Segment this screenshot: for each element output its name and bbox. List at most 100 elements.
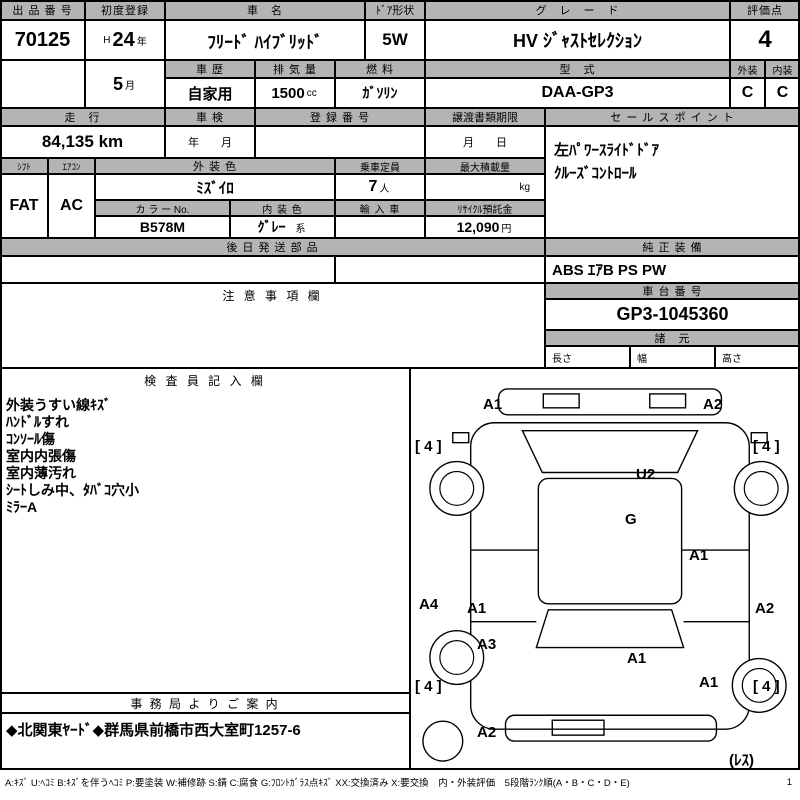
capacity-value: 7 人 <box>335 174 425 200</box>
damage-label: A4 <box>419 596 439 613</box>
inspector-box: 検 査 員 記 入 欄 外装うすい線ｷｽﾞﾊﾝﾄﾞﾙすれｺﾝｿｰﾙ傷室内内張傷室… <box>0 368 410 693</box>
car-name-label: 車 名 <box>165 0 365 20</box>
door-shape-value: 5W <box>365 20 425 60</box>
aircon-label: ｴｱｺﾝ <box>48 158 95 174</box>
year-suffix: 年 <box>136 36 147 48</box>
displacement-number: 1500 <box>271 84 305 102</box>
genuine-equipment-label: 純 正 装 備 <box>545 238 800 256</box>
damage-label: [ 4 ] <box>415 438 442 455</box>
text-line: 左ﾊﾟﾜｰｽﾗｲﾄﾞﾄﾞｱ <box>554 142 660 159</box>
car-top-view-icon <box>422 388 789 762</box>
history-label: 車 歴 <box>165 60 255 78</box>
first-reg-month: 5 <box>112 73 123 94</box>
inspector-notes: 外装うすい線ｷｽﾞﾊﾝﾄﾞﾙすれｺﾝｿｰﾙ傷室内内張傷室内薄汚れｼｰﾄしみ中、ﾀ… <box>1 389 409 516</box>
auction-no-value: 70125 <box>0 20 85 60</box>
displacement-label: 排 気 量 <box>255 60 335 78</box>
damage-label: U2 <box>636 466 656 483</box>
transfer-deadline-label: 譲渡書類期限 <box>425 108 545 126</box>
shift-value: FAT <box>0 174 48 238</box>
office-label: 事 務 局 よ り ご 案 内 <box>0 693 410 713</box>
recycle-deposit-label: ﾘｻｲｸﾙ預託金 <box>425 200 545 216</box>
page-number: 1 <box>786 776 792 788</box>
width-cell: 幅 <box>630 346 715 368</box>
length-cell: 長さ <box>545 346 630 368</box>
text-line: ﾐﾗｰA <box>6 499 38 515</box>
displacement-value: 1500 cc <box>255 78 335 108</box>
door-shape-label: ﾄﾞｱ形状 <box>365 0 425 20</box>
later-parts-value-left <box>0 256 335 283</box>
sales-point-label: セ ー ル ス ポ イ ン ト <box>545 108 800 126</box>
damage-label: [ 4 ] <box>415 678 442 695</box>
score-value: 4 <box>730 20 800 60</box>
recycle-deposit-value: 12,090 円 <box>425 216 545 238</box>
color-no-label: カ ラ ー No. <box>95 200 230 216</box>
fuel-value: ｶﾞｿﾘﾝ <box>335 78 425 108</box>
later-parts-label: 後 日 発 送 部 品 <box>0 238 545 256</box>
max-load-label: 最大積載量 <box>425 158 545 174</box>
exterior-label: 外装 <box>730 60 765 78</box>
first-reg-year-cell: H 24 年 <box>85 20 165 60</box>
exterior-color-value: ﾐｽﾞｲﾛ <box>95 174 335 200</box>
grade-label: グ レ ー ド <box>425 0 730 20</box>
displacement-unit: cc <box>306 87 317 99</box>
capacity-label: 乗車定員 <box>335 158 425 174</box>
shaken-label: 車 検 <box>165 108 255 126</box>
exterior-color-label: 外 装 色 <box>95 158 335 174</box>
import-value <box>335 216 425 238</box>
shaken-value: 年 月 <box>165 126 255 158</box>
score-label: 評価点 <box>730 0 800 20</box>
recycle-unit: 円 <box>501 223 512 235</box>
legend-text: A:ｷｽﾞ U:ﾍｺﾐ B:ｷｽﾞを伴うﾍｺﾐ P:要塗装 W:補修跡 S:錆 … <box>5 778 630 789</box>
blank-cell <box>0 60 85 108</box>
chassis-no-value: GP3-1045360 <box>545 299 800 330</box>
era-prefix: H <box>103 34 111 46</box>
damage-label: (ﾚｽ) <box>729 752 754 769</box>
later-parts-value-right <box>335 256 545 283</box>
height-cell: 高さ <box>715 346 800 368</box>
text-line: 室内内張傷 <box>6 448 76 464</box>
import-label: 輸 入 車 <box>335 200 425 216</box>
damage-label: A1 <box>689 547 709 564</box>
interior-color-value: ｸﾞﾚｰ 系 <box>230 216 335 238</box>
interior-label: 内装 <box>765 60 800 78</box>
damage-label: A1 <box>627 650 647 667</box>
model-code-label: 型 式 <box>425 60 730 78</box>
first-reg-month-cell: 5 月 <box>85 60 165 108</box>
damage-label: A2 <box>703 396 723 413</box>
interior-grade: C <box>765 78 800 108</box>
first-reg-label: 初度登録 <box>85 0 165 20</box>
first-reg-year: 24 <box>112 28 135 51</box>
office-address: ◆北関東ﾔｰﾄﾞ◆群馬県前橋市西大室町1257-6 <box>0 713 410 770</box>
mileage-value: 84,135 km <box>0 126 165 158</box>
registration-no-label: 登 録 番 号 <box>255 108 425 126</box>
text-line: 室内薄汚れ <box>6 465 76 481</box>
damage-label: A1 <box>699 674 719 691</box>
aircon-value: AC <box>48 174 95 238</box>
max-load-value: kg <box>425 174 545 200</box>
capacity-number: 7 <box>368 178 378 195</box>
damage-label: A1 <box>483 396 503 413</box>
damage-label: [ 4 ] <box>753 678 780 695</box>
shift-label: ｼﾌﾄ <box>0 158 48 174</box>
legend-row: A:ｷｽﾞ U:ﾍｺﾐ B:ｷｽﾞを伴うﾍｺﾐ P:要塗装 W:補修跡 S:錆 … <box>0 773 800 790</box>
mileage-label: 走 行 <box>0 108 165 126</box>
history-value: 自家用 <box>165 78 255 108</box>
damage-label: G <box>625 511 637 528</box>
capacity-unit: 人 <box>379 183 390 195</box>
text-line: ﾊﾝﾄﾞﾙすれ <box>6 414 69 430</box>
damage-label: A3 <box>477 636 497 653</box>
fuel-label: 燃 料 <box>335 60 425 78</box>
recycle-amount: 12,090 <box>456 219 500 235</box>
registration-no-value <box>255 126 425 158</box>
damage-label: A2 <box>755 600 775 617</box>
month-suffix: 月 <box>125 80 135 92</box>
inspector-title: 検 査 員 記 入 欄 <box>144 374 266 388</box>
caution-title: 注 意 事 項 欄 <box>222 289 323 303</box>
damage-label: A1 <box>467 600 487 617</box>
interior-color-name: ｸﾞﾚｰ <box>257 219 286 235</box>
damage-label: [ 4 ] <box>753 438 780 455</box>
sales-point-box: 左ﾊﾟﾜｰｽﾗｲﾄﾞﾄﾞｱｸﾙｰｽﾞｺﾝﾄﾛｰﾙ <box>545 126 800 238</box>
